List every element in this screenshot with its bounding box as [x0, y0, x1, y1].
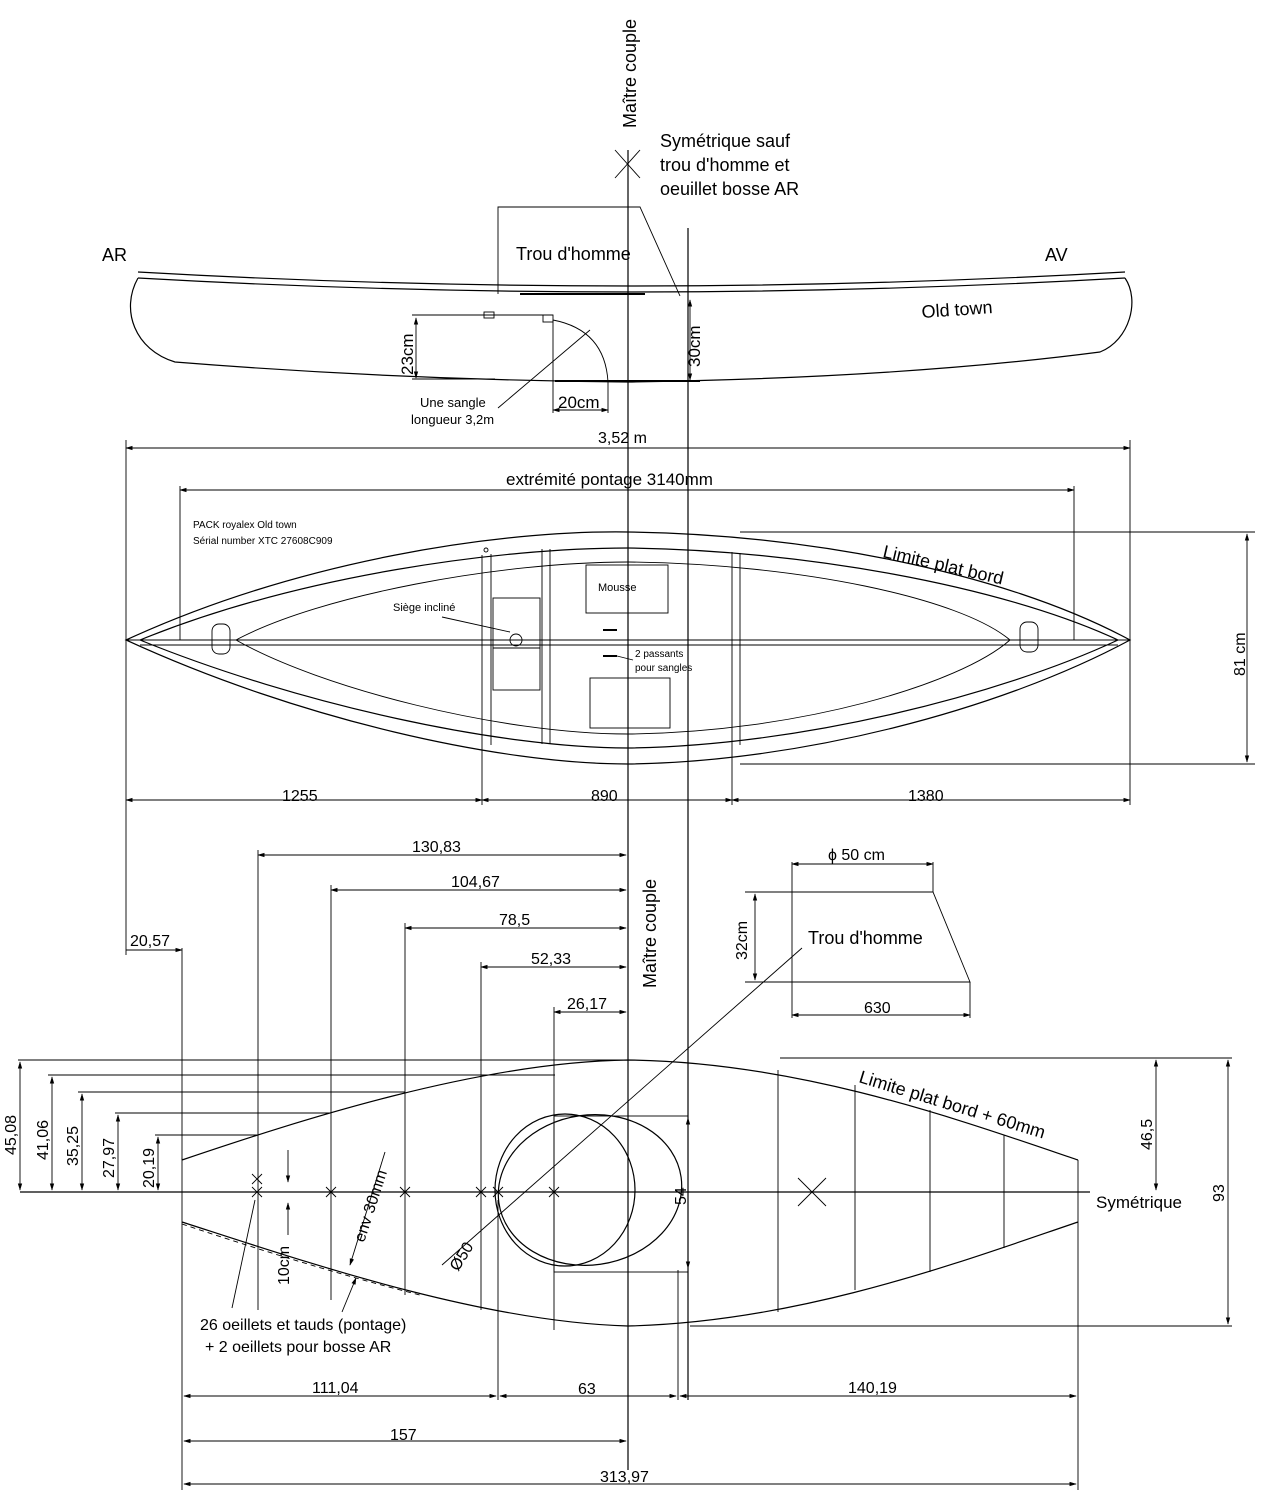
symmetry-cross-icon [614, 149, 641, 179]
pack-note-1: PACK royalex Old town [193, 520, 297, 531]
seg-1380-label: 1380 [908, 788, 944, 805]
dim-630-label: 630 [864, 1000, 891, 1017]
passants-leader [616, 655, 634, 661]
symetrique-label: Symétrique [1096, 1193, 1182, 1212]
oeillets-note-1: 26 oeillets et tauds (pontage) [200, 1317, 406, 1334]
dim-20-19-label: 20,19 [141, 1148, 158, 1188]
limite-plat-bord-60-label: Limite plat bord + 60mm [857, 1067, 1048, 1143]
eyelet-markers [251, 1173, 560, 1198]
dim-46-5-label: 46,5 [1139, 1119, 1156, 1150]
sangle-leader [497, 329, 591, 409]
dim-45-08-label: 45,08 [3, 1115, 20, 1155]
dim-32cm-label: 32cm [734, 921, 751, 960]
limite-plat-bord-label: Limite plat bord [881, 541, 1005, 588]
mousse-block-bottom [589, 677, 671, 729]
hull-plan-view [124, 531, 1132, 765]
siege-leader [441, 616, 511, 633]
deck-outline [20, 1059, 1090, 1327]
dim-20cm-label: 20cm [558, 393, 600, 412]
manhole-detail [745, 862, 971, 1018]
oeillets-leader-2 [341, 1277, 357, 1313]
dim-10cm-label: 10cm [276, 1246, 293, 1285]
dia-50-label: Ø50 [447, 1239, 477, 1274]
dim-104-67-label: 104,67 [451, 874, 500, 891]
env-30mm-label: env 30mm [352, 1168, 391, 1244]
ar-label: AR [102, 245, 127, 265]
old-town-label: Old town [921, 297, 993, 322]
env-30mm-arrow [349, 1151, 386, 1266]
symmetry-note-line-2: trou d'homme et [660, 155, 790, 175]
oeillets-leader-1 [231, 1199, 256, 1309]
manhole-label-mid: Trou d'homme [808, 928, 923, 948]
dim-54-label: 54 [673, 1187, 690, 1205]
passants-label-1: 2 passants [635, 649, 683, 660]
dim-41-06-label: 41,06 [35, 1120, 52, 1160]
width-81-label: 81 cm [1232, 632, 1249, 676]
av-label: AV [1045, 245, 1068, 265]
dim-20-57-label: 20,57 [130, 933, 170, 950]
dim-157-label: 157 [390, 1427, 417, 1444]
sangle-note-1: Une sangle [420, 395, 486, 410]
oeillets-note-2: + 2 oeillets pour bosse AR [205, 1339, 391, 1356]
dim-313-97-label: 313,97 [600, 1469, 649, 1486]
dim-93-label: 93 [1211, 1184, 1228, 1202]
pack-note-2: Sérial number XTC 27608C909 [193, 536, 333, 547]
dim-35-25-label: 35,25 [65, 1126, 82, 1166]
dim-26-17-label: 26,17 [567, 996, 607, 1013]
mousse-block-top [585, 564, 669, 614]
siege-label: Siège incliné [393, 602, 455, 614]
dim-130-83-label: 130,83 [412, 839, 461, 856]
sangle-note-2: longueur 3,2m [411, 412, 494, 427]
manhole-callout [497, 206, 681, 297]
hull-side-view [129, 271, 1133, 383]
symmetry-note-line-1: Symétrique sauf [660, 131, 791, 151]
deck-extent-label: extrémité pontage 3140mm [506, 470, 713, 489]
half-width-dims [17, 1059, 628, 1191]
dim-27-97-label: 27,97 [101, 1138, 118, 1178]
dim-52-33-label: 52,33 [531, 951, 571, 968]
manhole-leader [441, 947, 803, 1266]
mousse-label: Mousse [598, 582, 637, 594]
maitre-couple-top-label: Maître couple [620, 19, 640, 128]
dim-63-label: 63 [578, 1381, 596, 1398]
symmetry-note-line-3: oeuillet bosse AR [660, 179, 799, 199]
phi-50-label: ϕ 50 cm [828, 847, 885, 864]
dim-78-5-label: 78,5 [499, 912, 530, 929]
dim-111-04-label: 111,04 [312, 1380, 359, 1397]
dim-140-19-label: 140,19 [848, 1380, 897, 1397]
dim-23cm-label: 23cm [398, 333, 417, 375]
seg-1255-label: 1255 [282, 788, 318, 805]
seat-strap [412, 311, 609, 413]
seg-890-label: 890 [591, 788, 618, 805]
maitre-couple-mid-label: Maître couple [640, 879, 660, 988]
manhole-label-top: Trou d'homme [516, 244, 631, 264]
dim-30cm-label: 30cm [685, 325, 704, 367]
overall-length-label: 3,52 m [598, 430, 647, 447]
symmetry-cross-icon-bottom [797, 1177, 827, 1207]
passants-label-2: pour sangles [635, 663, 692, 674]
